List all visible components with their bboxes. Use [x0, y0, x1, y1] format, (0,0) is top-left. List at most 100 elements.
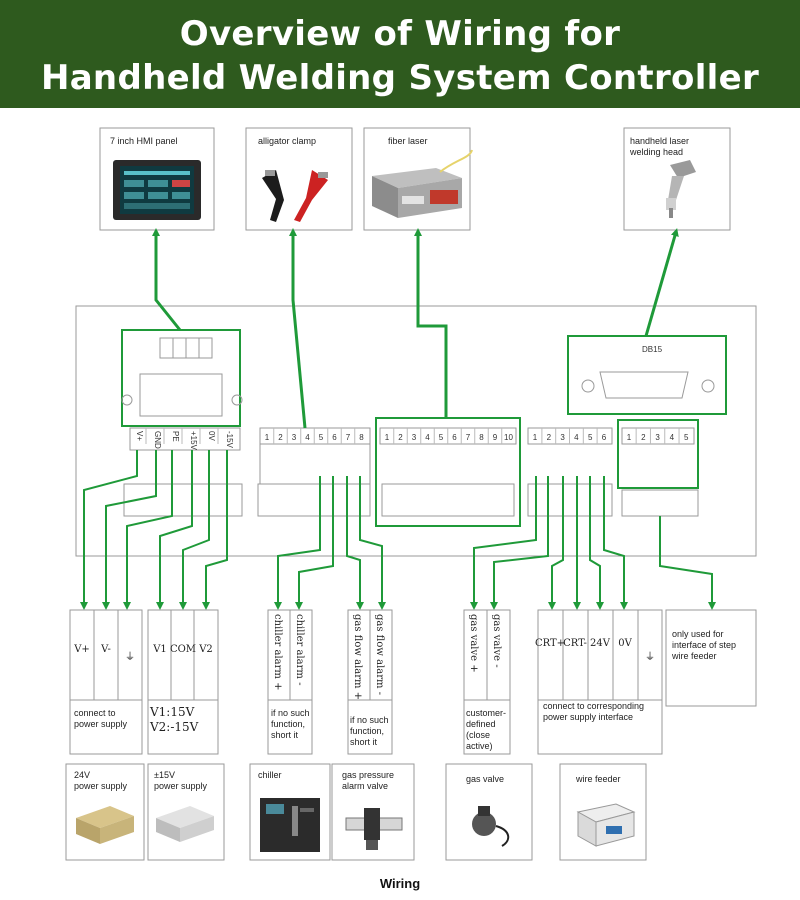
io-connector	[257, 427, 371, 517]
io-pin-number: 3	[292, 433, 297, 442]
gasflow-note-3: short it	[350, 737, 378, 747]
laser-pin-number: 9	[493, 433, 498, 442]
ps24-box: 24V power supply	[65, 763, 145, 861]
title-banner: Overview of Wiring for Handheld Welding …	[0, 0, 800, 108]
controller-board	[75, 305, 757, 557]
laser-pin-number: 5	[439, 433, 444, 442]
gasflow-note-2: function,	[350, 726, 384, 736]
term-gasflow-alarm-minus: gas flow alarm -	[374, 614, 385, 695]
term-com: COM	[170, 644, 196, 655]
gas-valve-icon	[472, 806, 510, 847]
laser-pin-number: 7	[466, 433, 471, 442]
chiller-box: chiller	[249, 763, 331, 861]
term-0v: 0V	[618, 638, 632, 649]
power-pin-label: -15V	[225, 431, 234, 449]
laser-label: fiber laser	[388, 136, 428, 146]
alligator-clamp-icon	[262, 170, 328, 222]
terminal-power24: V+ V- ⏚ connect to power supply	[69, 609, 143, 755]
output-pin-number: 5	[588, 433, 593, 442]
wire-feeder-icon	[576, 803, 636, 847]
term-gasvalve-plus: gas valve +	[468, 614, 479, 673]
power-pin-label: 0V	[207, 431, 216, 441]
gasvalve-note-1: customer-	[466, 708, 506, 718]
term-chiller-alarm-plus: chiller alarm +	[272, 614, 283, 690]
step-note-3: wire feeder	[671, 651, 717, 661]
db15-connector: DB15	[567, 335, 727, 415]
step-pin-number: 4	[670, 433, 675, 442]
bottom-wires	[80, 450, 716, 610]
terminal-gasflow: gas flow alarm + gas flow alarm - if no …	[347, 609, 393, 755]
ps15-box: ±15V power supply	[147, 763, 225, 861]
ground-icon: ⏚	[125, 651, 135, 663]
step-note-1: only used for	[672, 629, 724, 639]
gas-alarm-box: gas pressure alarm valve	[331, 763, 415, 861]
power-pin-label: +15V	[189, 431, 198, 451]
term-v-minus: V-	[100, 644, 111, 655]
step-pin-number: 3	[655, 433, 660, 442]
power-pin-label: PE	[171, 431, 180, 442]
term-v2: V2	[198, 644, 213, 655]
wire-laser	[414, 228, 448, 418]
chiller-note-1: if no such	[271, 708, 310, 718]
output-pin-number: 4	[574, 433, 579, 442]
clamp-label: alligator clamp	[258, 136, 316, 146]
laser-pin-number: 3	[412, 433, 417, 442]
ps24-label-1: 24V	[74, 770, 90, 780]
terminal-chiller: chiller alarm + chiller alarm - if no su…	[267, 609, 313, 755]
fiber-laser-icon	[372, 149, 473, 218]
gas-valve-label: gas valve	[466, 774, 504, 784]
ps24-label-2: power supply	[74, 781, 128, 791]
laser-pin-number: 8	[479, 433, 484, 442]
ps15-label-2: power supply	[154, 781, 208, 791]
gasvalve-note-3: (close	[466, 730, 490, 740]
ground-icon: ⏚	[645, 651, 655, 663]
io-pin-number: 4	[305, 433, 310, 442]
db15-label: DB15	[642, 345, 663, 354]
terminal-gasvalve: gas valve + gas valve - customer- define…	[463, 609, 511, 755]
figure-caption: Wiring	[379, 876, 421, 891]
step-pin-number: 1	[627, 433, 632, 442]
head-label-line-2: welding head	[629, 147, 683, 157]
power-supply-icon	[76, 806, 134, 844]
term-v-plus: V+	[73, 644, 90, 655]
power15-note-1: V1:15V	[149, 705, 195, 719]
io-pin-number: 2	[278, 433, 283, 442]
chiller-icon	[260, 798, 320, 852]
io-pin-number: 8	[359, 433, 364, 442]
power24-note-1: connect to	[74, 708, 116, 718]
laser-pin-number: 2	[398, 433, 403, 442]
terminal-step-feeder: only used for interface of step wire fee…	[665, 609, 757, 707]
wire-feeder-box: wire feeder	[559, 763, 647, 861]
ps15-label-1: ±15V	[154, 770, 175, 780]
laser-pin-number: 1	[385, 433, 390, 442]
hmi-connector	[121, 329, 243, 427]
hmi-label: 7 inch HMI panel	[110, 136, 178, 146]
output-pin-number: 6	[602, 433, 607, 442]
gas-alarm-label-2: alarm valve	[342, 781, 388, 791]
terminal-crt: CRT+ CRT- 24V 0V ⏚ connect to correspond…	[535, 609, 663, 755]
gasvalve-note-2: defined	[466, 719, 496, 729]
io-pin-number: 6	[332, 433, 337, 442]
head-label-line-1: handheld laser	[630, 136, 689, 146]
io-pin-number: 7	[346, 433, 351, 442]
gas-valve-box: gas valve	[445, 763, 533, 861]
power-pin-label: V+	[135, 431, 144, 441]
hmi-panel-icon	[113, 160, 201, 220]
crt-note-1: connect to corresponding	[543, 701, 644, 711]
wire-feeder-label: wire feeder	[575, 774, 621, 784]
term-gasvalve-minus: gas valve -	[491, 614, 502, 668]
power-pin-label: GND	[153, 431, 162, 449]
term-24v: 24V	[590, 638, 611, 649]
chiller-label: chiller	[258, 770, 282, 780]
top-wires	[152, 228, 679, 429]
step-pin-number: 2	[641, 433, 646, 442]
term-crt-plus: CRT+	[535, 638, 565, 649]
chiller-note-2: function,	[271, 719, 305, 729]
gas-alarm-valve-icon	[345, 808, 403, 850]
fiber-laser-box: fiber laser	[363, 127, 473, 231]
term-gasflow-alarm-plus: gas flow alarm +	[352, 614, 363, 700]
